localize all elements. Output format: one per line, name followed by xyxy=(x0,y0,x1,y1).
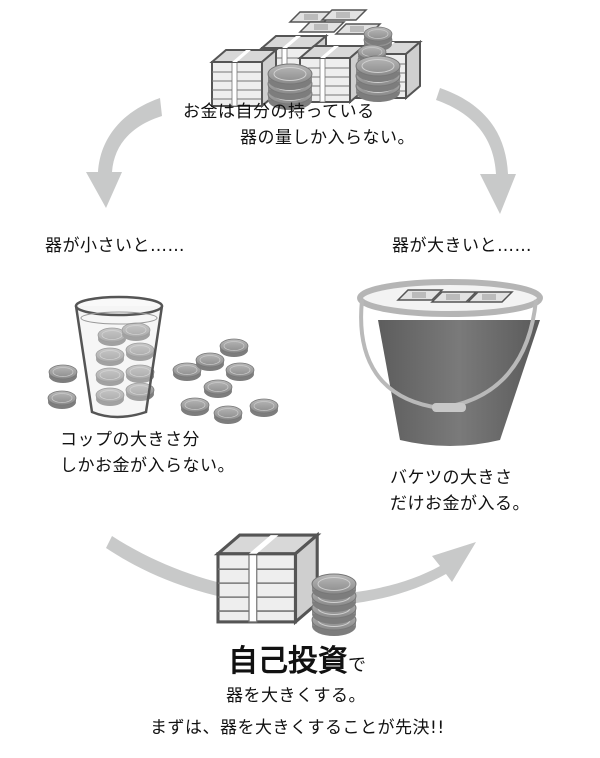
money-pile-illustration xyxy=(211,9,421,111)
bottom-money-illustration xyxy=(216,533,357,637)
right-caption-line2: だけお金が入る。 xyxy=(390,494,530,514)
right-heading: 器が大きいと…… xyxy=(392,236,532,256)
left-heading: 器が小さいと…… xyxy=(45,236,185,256)
bottom-line2: 器を大きくする。 xyxy=(226,686,366,706)
arrow-top-left xyxy=(86,98,162,208)
glass-illustration xyxy=(47,295,279,425)
top-caption-line2: 器の量しか入らない。 xyxy=(240,128,415,148)
bottom-title-suffix: で xyxy=(348,655,366,676)
left-caption-line2: しかお金が入らない。 xyxy=(60,456,235,476)
bottom-title: 自己投資で xyxy=(228,644,366,680)
arrow-bottom xyxy=(106,536,476,607)
right-caption-line1: バケツの大きさ xyxy=(390,468,513,488)
bottom-title-main: 自己投資 xyxy=(228,644,348,679)
arrow-top-right xyxy=(436,88,516,214)
left-caption-line1: コップの大きさ分 xyxy=(60,430,200,450)
bucket-illustration xyxy=(357,279,543,446)
bottom-line3: まずは、器を大きくすることが先決!! xyxy=(150,718,445,738)
top-caption-line1: お金は自分の持っている xyxy=(183,102,375,122)
